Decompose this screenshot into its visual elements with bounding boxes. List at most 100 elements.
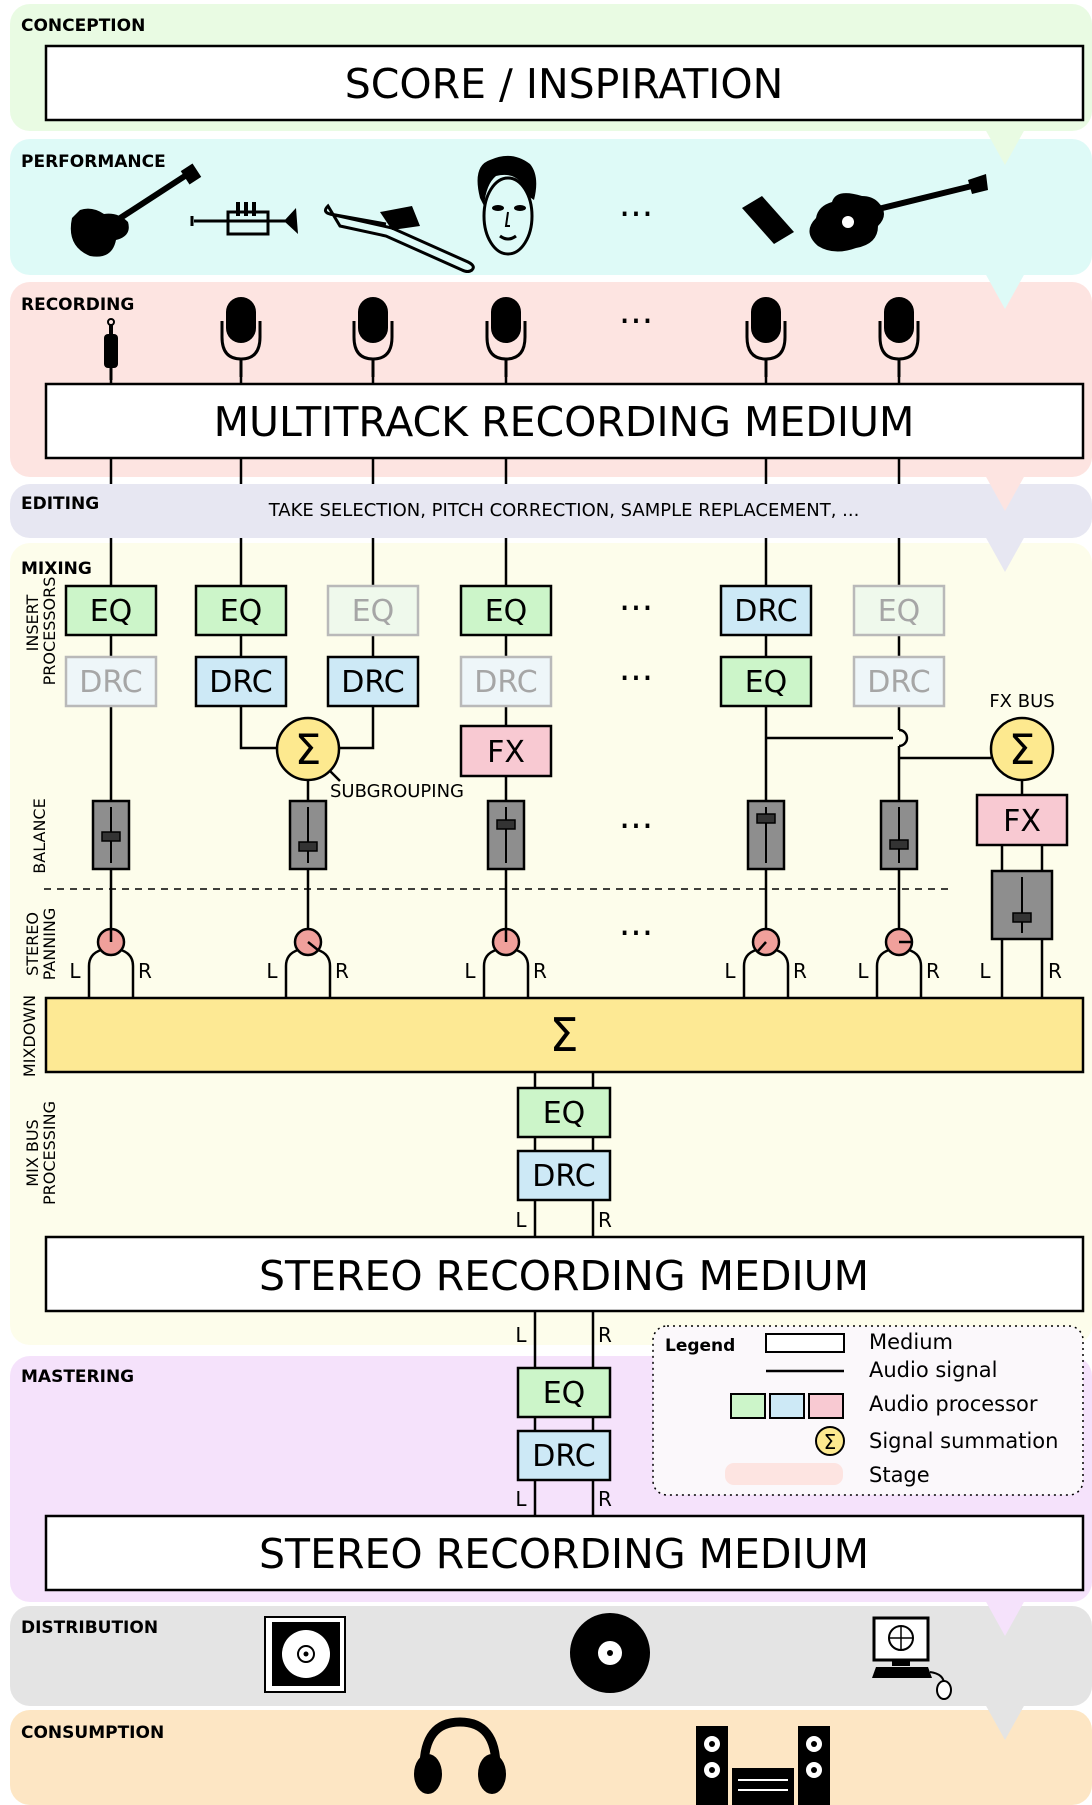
legend-box bbox=[652, 1325, 1084, 1496]
subgroup-sum-node bbox=[275, 716, 341, 782]
legend-summation-swatch bbox=[815, 1426, 845, 1456]
eq-processor bbox=[459, 584, 553, 637]
stage-bg-editing bbox=[10, 484, 1092, 538]
right-label: R bbox=[138, 959, 152, 983]
stage-label-mixing: MIXING bbox=[21, 559, 92, 579]
drc-label: DRC bbox=[532, 1159, 595, 1194]
trombone-icon bbox=[323, 203, 475, 273]
pan-knobs: ··· bbox=[96, 913, 914, 957]
legend-summation-symbol: Σ bbox=[824, 1430, 837, 1454]
drc-processor bbox=[516, 1429, 612, 1482]
mix-bus-processing: EQ DRC L R bbox=[515, 1072, 612, 1237]
mixdown-summation-bar bbox=[44, 996, 1085, 1074]
fx-processor bbox=[459, 724, 553, 778]
performance-ellipsis: ··· bbox=[619, 194, 653, 235]
acoustic-guitar-icon bbox=[809, 174, 988, 252]
legend-processor-swatch-drc bbox=[769, 1393, 805, 1419]
eq-label: EQ bbox=[543, 1376, 586, 1411]
side-label-processing: PROCESSING bbox=[40, 1101, 59, 1205]
left-label: L bbox=[515, 1487, 527, 1511]
side-label-insert: INSERT bbox=[23, 594, 42, 651]
left-label: L bbox=[69, 959, 81, 983]
right-label: R bbox=[598, 1487, 612, 1511]
eq-label: EQ bbox=[485, 594, 528, 629]
stage-label-recording: RECORDING bbox=[21, 295, 134, 315]
mixing-side-labels: INSERT PROCESSORS BALANCE STEREO PANNING… bbox=[20, 577, 59, 1205]
right-label: R bbox=[598, 1323, 612, 1347]
fx-label: FX bbox=[487, 735, 525, 770]
distribution-media bbox=[264, 1613, 952, 1700]
insert-row-1-ellipsis: ··· bbox=[619, 588, 653, 629]
pan-knob bbox=[884, 927, 914, 957]
pan-branches bbox=[87, 948, 923, 998]
subgrouping-label: SUBGROUPING bbox=[330, 781, 464, 802]
performance-arrow bbox=[985, 273, 1025, 309]
eq-label: EQ bbox=[543, 1096, 586, 1131]
side-label-stereo: STEREO bbox=[23, 912, 42, 976]
legend-processor-swatch-fx bbox=[808, 1393, 844, 1419]
drc-label: DRC bbox=[341, 665, 404, 700]
stereo-system-icon bbox=[696, 1726, 830, 1805]
right-label: R bbox=[533, 959, 547, 983]
side-label-mix-bus: MIX BUS bbox=[23, 1119, 42, 1186]
legend-stage-label: Stage bbox=[869, 1463, 930, 1487]
stage-bg-consumption bbox=[10, 1710, 1092, 1805]
right-label: R bbox=[1048, 959, 1062, 983]
eq-processor-bypassed bbox=[852, 584, 946, 637]
right-label: R bbox=[793, 959, 807, 983]
subgroup-sum-symbol: Σ bbox=[295, 725, 322, 774]
stereo-recording-medium-box-mix bbox=[44, 1235, 1085, 1313]
computer-icon bbox=[872, 1616, 952, 1700]
left-label: L bbox=[266, 959, 278, 983]
trumpet-icon bbox=[190, 202, 298, 236]
drc-processor bbox=[326, 655, 420, 708]
left-label: L bbox=[979, 959, 991, 983]
side-label-processors: PROCESSORS bbox=[40, 577, 59, 686]
fx-label: FX bbox=[1003, 804, 1041, 839]
pan-lr-labels: L R L R L R L R L R L R bbox=[69, 959, 1062, 983]
legend-medium-swatch bbox=[765, 1333, 845, 1353]
conception-arrow bbox=[985, 129, 1025, 165]
pan-knob bbox=[96, 927, 126, 957]
legend-title: Legend bbox=[665, 1336, 735, 1356]
fader bbox=[746, 799, 786, 871]
drc-label-bypassed: DRC bbox=[79, 665, 142, 700]
stage-label-conception: CONCEPTION bbox=[21, 16, 145, 36]
audio-signal-wires bbox=[109, 376, 1044, 998]
multitrack-recording-medium-box bbox=[44, 382, 1085, 460]
legend-signal-summation-label: Signal summation bbox=[869, 1429, 1058, 1453]
left-label: L bbox=[515, 1208, 527, 1232]
eq-label-bypassed: EQ bbox=[878, 594, 921, 629]
fader bbox=[91, 799, 131, 871]
mixdown-sum-symbol: Σ bbox=[549, 1008, 578, 1062]
legend-stage-swatch bbox=[725, 1463, 843, 1485]
side-label-mixdown: MIXDOWN bbox=[20, 995, 39, 1077]
pan-knob bbox=[491, 927, 521, 957]
headphones-icon bbox=[414, 1717, 506, 1794]
pan-knob bbox=[293, 927, 323, 957]
stage-label-consumption: CONSUMPTION bbox=[21, 1723, 164, 1743]
cd-case-icon bbox=[264, 1616, 346, 1693]
legend-medium-label: Medium bbox=[869, 1330, 953, 1354]
insert-row-2-ellipsis: ··· bbox=[619, 658, 653, 699]
editing-description: TAKE SELECTION, PITCH CORRECTION, SAMPLE… bbox=[268, 500, 860, 521]
singer-face-icon bbox=[477, 155, 537, 256]
score-inspiration-box bbox=[44, 44, 1085, 122]
vinyl-record-icon bbox=[570, 1613, 650, 1693]
eq-label: EQ bbox=[90, 594, 133, 629]
fader bbox=[486, 799, 526, 871]
eq-processor bbox=[516, 1366, 612, 1419]
left-label: L bbox=[857, 959, 869, 983]
stage-label-editing: EDITING bbox=[21, 494, 99, 514]
legend-audio-signal-label: Audio signal bbox=[869, 1358, 997, 1382]
right-label: R bbox=[335, 959, 349, 983]
drc-processor bbox=[516, 1149, 612, 1202]
fader bbox=[879, 799, 919, 871]
drc-label: DRC bbox=[532, 1439, 595, 1474]
cowbell-icon bbox=[742, 196, 794, 244]
panning-ellipsis: ··· bbox=[619, 913, 653, 954]
side-label-balance: BALANCE bbox=[30, 798, 49, 873]
consumption-devices bbox=[414, 1717, 830, 1805]
recording-inputs: ··· bbox=[104, 295, 920, 380]
fx-bus-label: FX BUS bbox=[989, 691, 1054, 712]
